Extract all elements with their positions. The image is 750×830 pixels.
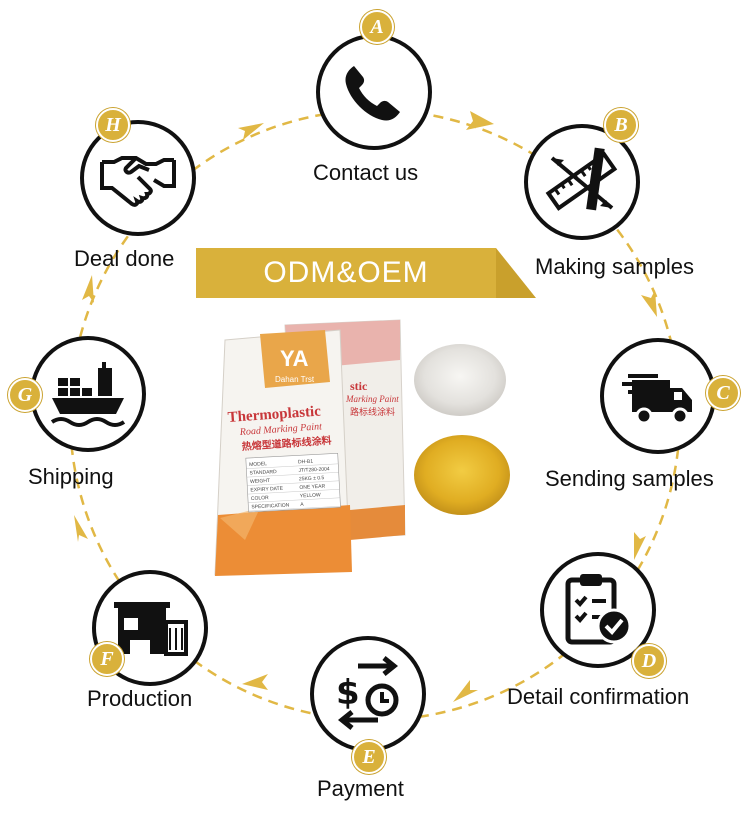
- step-h-badge: H: [96, 108, 130, 142]
- spec-key: EXPIRY DATE: [250, 486, 283, 494]
- spec-key: MODEL: [249, 461, 267, 468]
- spec-divider: [247, 480, 340, 486]
- spec-value: ONE YEAR: [299, 484, 325, 491]
- step-b-label: Making samples: [535, 254, 694, 279]
- banner-title: ODM&OEM: [263, 256, 429, 289]
- back-bag-subtitle: Marking Paint: [345, 394, 399, 404]
- step-h-label: Deal done: [74, 246, 175, 271]
- arrow-e-to-f: [242, 674, 268, 690]
- factory-building-icon: [114, 602, 188, 656]
- spec-value: JT/T280-2004: [298, 466, 330, 474]
- arrow-h-to-a: [238, 123, 264, 140]
- step-d-badge: D: [632, 644, 666, 678]
- spec-key: WEIGHT: [250, 478, 270, 485]
- step-a-badge: A: [360, 10, 394, 44]
- clipboard-check-icon: [565, 574, 632, 645]
- cargo-ship-icon: [50, 362, 126, 427]
- arrow-d-to-e: [453, 680, 478, 702]
- step-e-label: Payment: [317, 776, 404, 801]
- back-bag-title: stic: [350, 379, 368, 393]
- arrow-c-to-d: [634, 532, 646, 560]
- front-bag-logo: YA: [280, 346, 309, 371]
- step-a-contact-circle: [316, 34, 432, 150]
- front-bag-brand: Dahan Trst: [275, 375, 315, 384]
- step-c-badge: C: [706, 376, 740, 410]
- spec-value: 25KG ± 0.5: [299, 475, 325, 482]
- step-c-label: Sending samples: [545, 466, 714, 491]
- spec-divider: [247, 489, 340, 495]
- step-e-badge: E: [352, 740, 386, 774]
- step-b-badge: B: [604, 108, 638, 142]
- step-g-shipping-circle: [30, 336, 146, 452]
- spec-key: COLOR: [251, 495, 269, 502]
- step-h-deal-done-circle: [80, 120, 196, 236]
- white-powder-sample: [414, 344, 506, 416]
- yellow-powder-sample: [414, 435, 510, 515]
- spec-key: STANDARD: [249, 469, 277, 476]
- spec-value: DH-B1: [298, 459, 314, 466]
- ruler-pencil-icon: [545, 147, 618, 211]
- step-e-payment-circle: $: [310, 636, 426, 752]
- spec-value: YELLOW: [300, 492, 321, 499]
- step-f-label: Production: [87, 686, 193, 711]
- svg-text:$: $: [336, 673, 360, 713]
- spec-key: SPECIFICATION: [251, 502, 290, 510]
- product-image: stic Marking Paint 路标线涂料 YA Dahan Trst T…: [214, 319, 510, 576]
- front-bag-title: Thermoplastic: [227, 403, 322, 425]
- phone-icon: [345, 66, 400, 121]
- arrow-g-to-h: [82, 275, 94, 303]
- payment-exchange-icon: $: [336, 656, 399, 730]
- step-a-label: Contact us: [313, 160, 419, 185]
- spec-divider: [248, 506, 341, 512]
- arrow-a-to-b: [466, 111, 494, 130]
- spec-divider: [248, 497, 341, 503]
- spec-divider: [246, 463, 339, 469]
- arrow-f-to-g: [74, 515, 88, 542]
- step-f-badge: F: [90, 642, 124, 676]
- odm-oem-banner: [196, 248, 536, 298]
- step-g-label: Shipping: [28, 464, 114, 489]
- step-b-making-samples-circle: [524, 124, 640, 240]
- delivery-truck-icon: [622, 374, 692, 425]
- spec-divider: [246, 472, 339, 478]
- spec-value: A: [300, 502, 304, 508]
- cycle-arrows: [74, 111, 657, 702]
- step-d-label: Detail confirmation: [507, 684, 690, 709]
- handshake-icon: [100, 156, 176, 207]
- front-bag: YA Dahan Trst Thermoplastic Road Marking…: [214, 329, 352, 576]
- step-c-sending-samples-circle: [600, 338, 716, 454]
- back-bag-chinese: 路标线涂料: [350, 406, 395, 418]
- arrow-b-to-c: [641, 290, 657, 317]
- step-g-badge: G: [8, 378, 42, 412]
